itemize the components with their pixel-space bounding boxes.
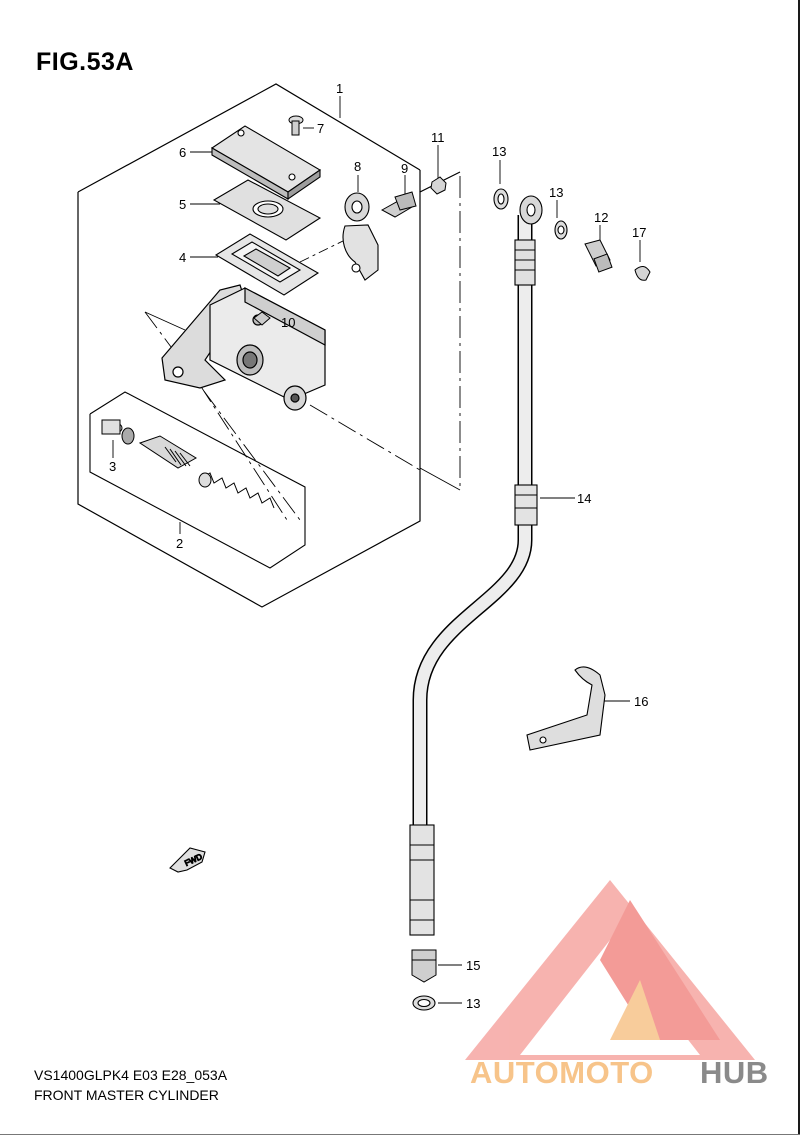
return-spring: [198, 472, 275, 509]
callout-10: 10: [281, 315, 295, 330]
callout-9: 9: [401, 161, 408, 176]
diaphragm: [214, 233, 320, 296]
forward-arrow-icon: FWD: [169, 847, 206, 873]
watermark-part2: HUB: [700, 1055, 769, 1090]
callout-14: 14: [577, 491, 591, 506]
bleeder-cap: [634, 266, 651, 281]
hex-nut: [430, 176, 447, 195]
gasket-washer-bottom: [412, 995, 436, 1011]
figure-name: FRONT MASTER CYLINDER: [34, 1087, 219, 1103]
callout-3: 3: [109, 459, 116, 474]
page-border-right: [798, 0, 800, 1135]
callout-12: 12: [594, 210, 608, 225]
reservoir-cap: [210, 125, 322, 201]
gasket-washer-top: [493, 188, 509, 210]
union-bolt: [584, 239, 613, 273]
callout-labels: 1 2 3 4 5 6 7 8 9 10 11 12 13 13 13 14 1…: [109, 81, 648, 1011]
piston-kit-frame: [89, 391, 306, 569]
piston: [138, 435, 197, 469]
callout-4: 4: [179, 250, 186, 265]
handlebar-clamp: [342, 192, 379, 281]
bleeder-fitting: [253, 311, 271, 326]
callout-8: 8: [354, 159, 361, 174]
gasket-washer-right: [554, 220, 568, 240]
clamp-bolt: [380, 191, 417, 218]
callout-2: 2: [176, 536, 183, 551]
callout-11: 11: [431, 130, 445, 145]
hose-fitting: [411, 949, 437, 983]
callout-6: 6: [179, 145, 186, 160]
master-cylinder-body: [161, 284, 326, 411]
callout-13-top: 13: [492, 144, 506, 159]
watermark-logo: [465, 880, 755, 1060]
callout-15: 15: [466, 958, 480, 973]
callout-13-right: 13: [549, 185, 563, 200]
callout-7: 7: [317, 121, 324, 136]
brake-hose: [409, 195, 543, 936]
callout-16: 16: [634, 694, 648, 709]
callout-1: 1: [336, 81, 343, 96]
callout-13-bottom: 13: [466, 996, 480, 1011]
callout-5: 5: [179, 197, 186, 212]
diaphragm-plate: [212, 179, 322, 241]
piston-boot: [101, 419, 135, 445]
callout-17: 17: [632, 225, 646, 240]
hose-clamp-bracket: [526, 666, 606, 751]
model-code: VS1400GLPK4 E03 E28_053A: [34, 1067, 228, 1083]
cap-screw: [288, 115, 304, 136]
assembly-frame: [77, 83, 461, 608]
watermark-text: AUTOMOTO HUB: [470, 1055, 769, 1090]
figure-title: FIG.53A: [36, 48, 134, 76]
watermark-part1: AUTOMOTO: [470, 1055, 654, 1090]
